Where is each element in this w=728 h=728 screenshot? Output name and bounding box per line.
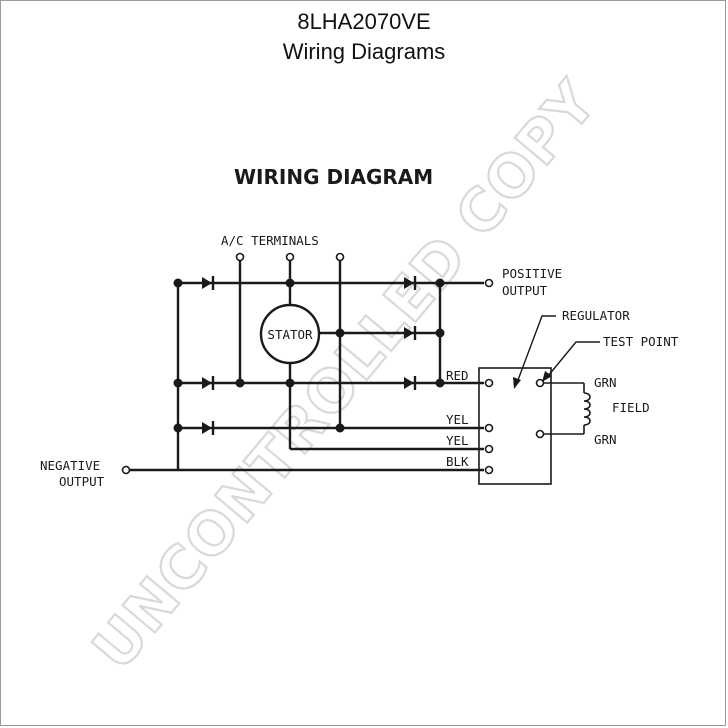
diagram-title: WIRING DIAGRAM [234, 165, 433, 189]
wire-yel-label: YEL [446, 412, 469, 427]
terminals [121, 252, 494, 475]
leader-lines [513, 315, 600, 389]
diode-top-left [202, 276, 215, 290]
ac-terminals-label: A/C TERMINALS [221, 233, 319, 248]
negative-output-label: NEGATIVE [40, 458, 100, 473]
negative-output-label-2: OUTPUT [59, 474, 105, 489]
positive-output-label: POSITIVE [502, 266, 562, 281]
junction-nodes [173, 278, 445, 433]
regulator-terminals [484, 378, 545, 475]
positive-output-label-2: OUTPUT [502, 283, 548, 298]
test-point-label: TEST POINT [603, 334, 679, 349]
diode-top-right [404, 276, 417, 290]
diode-lower [202, 421, 215, 435]
wire-grn-label: GRN [594, 375, 617, 390]
wire-yel-label-2: YEL [446, 433, 469, 448]
diode-mid-right [404, 376, 417, 390]
document-title: Wiring Diagrams [282, 39, 446, 64]
wire-red-label: RED [446, 368, 469, 383]
regulator-label: REGULATOR [562, 308, 630, 323]
field-label: FIELD [612, 400, 650, 415]
field-coil [544, 382, 591, 435]
watermark: UNCONTROLLED COPY [79, 68, 610, 682]
stator-symbol [259, 303, 321, 365]
part-number: 8LHA2070VE [297, 9, 431, 34]
regulator-box [478, 367, 552, 485]
diode-mid-left [202, 376, 215, 390]
wire-grn-label-2: GRN [594, 432, 617, 447]
stator-label: STATOR [267, 327, 313, 342]
diode-stator [404, 326, 417, 340]
wire-blk-label: BLK [446, 454, 469, 469]
